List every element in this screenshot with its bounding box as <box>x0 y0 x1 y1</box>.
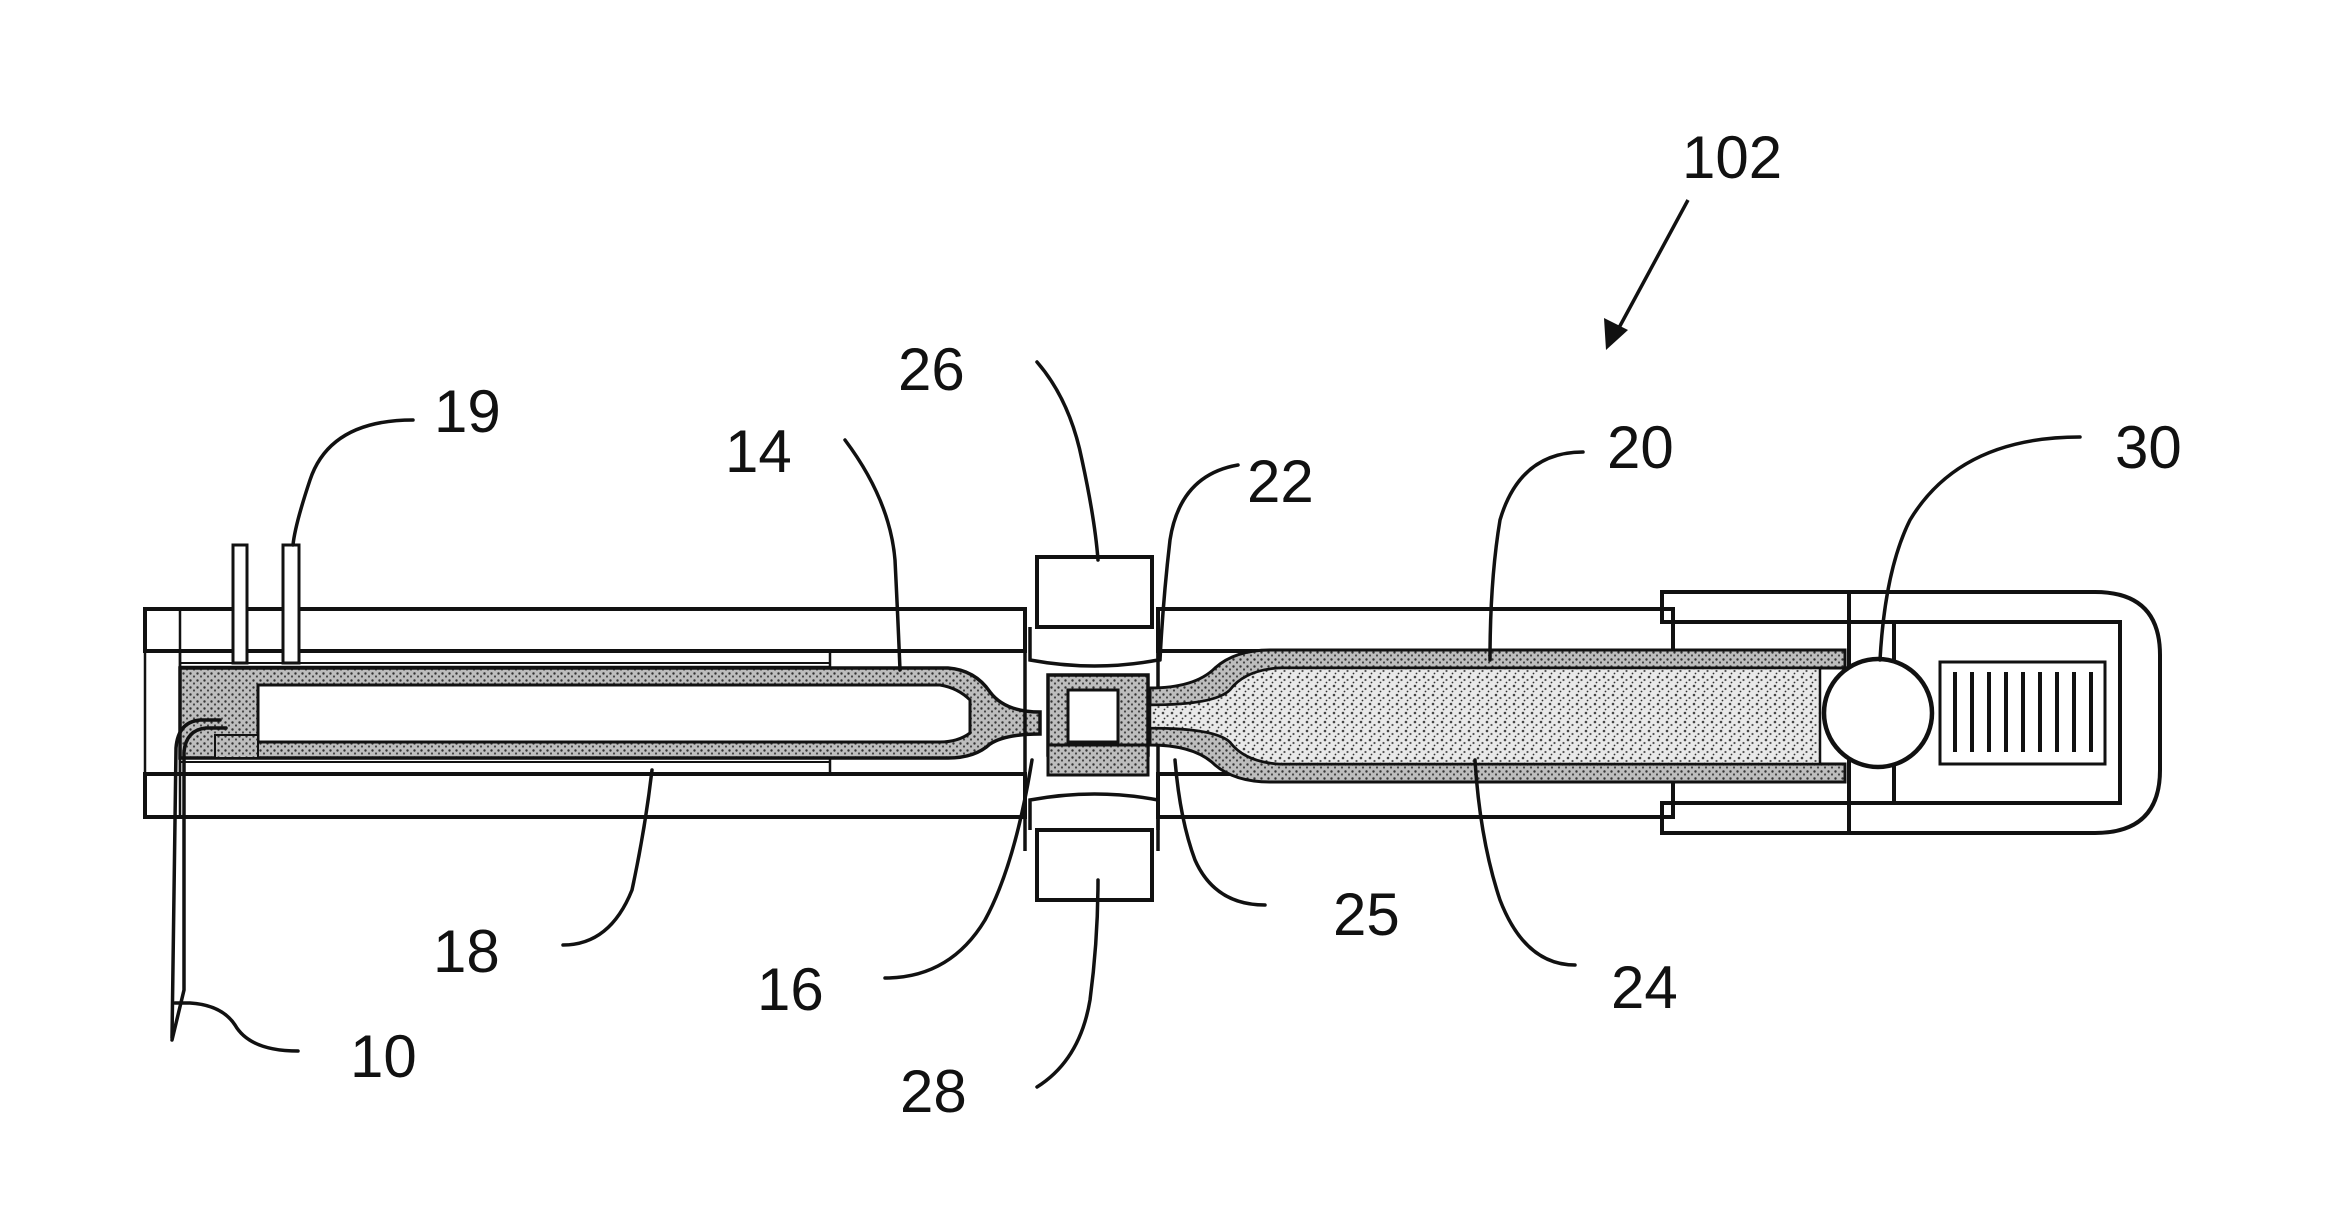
leader-26 <box>1037 362 1098 560</box>
label-20: 20 <box>1607 414 1674 481</box>
leader-14 <box>845 440 900 670</box>
label-26: 26 <box>898 336 965 403</box>
leader-22 <box>1160 465 1238 660</box>
ball <box>1824 659 1932 767</box>
reference-labels: 102 19 14 26 22 20 30 18 16 25 24 28 10 <box>350 124 2182 1125</box>
leader-20 <box>1490 452 1583 660</box>
second-chamber <box>1150 650 1845 782</box>
coupling <box>1025 557 1158 900</box>
label-25: 25 <box>1333 881 1400 948</box>
label-30: 30 <box>2115 414 2182 481</box>
label-19: 19 <box>434 378 501 445</box>
first-chamber <box>180 668 1040 758</box>
ports <box>233 545 299 663</box>
leader-18 <box>563 770 652 945</box>
label-24: 24 <box>1611 954 1678 1021</box>
device-arrow <box>1604 200 1688 350</box>
content <box>1150 668 1820 764</box>
label-16: 16 <box>757 956 824 1023</box>
label-10: 10 <box>350 1023 417 1090</box>
leader-16 <box>885 760 1032 978</box>
label-14: 14 <box>725 418 792 485</box>
spring <box>1940 662 2105 764</box>
leader-30 <box>1880 437 2080 660</box>
leader-10 <box>175 1003 298 1051</box>
leader-24 <box>1475 760 1575 965</box>
leader-28 <box>1037 880 1098 1087</box>
label-28: 28 <box>900 1058 967 1125</box>
label-22: 22 <box>1247 448 1314 515</box>
leader-19 <box>293 420 413 545</box>
label-18: 18 <box>433 918 500 985</box>
label-102: 102 <box>1682 124 1782 191</box>
